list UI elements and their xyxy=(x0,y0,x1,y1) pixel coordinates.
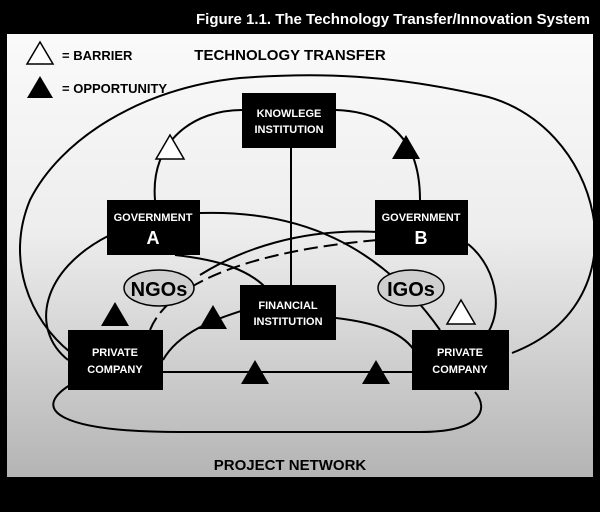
node-label-line2: INSTITUTION xyxy=(254,124,323,136)
node-government-b: GOVERNMENT B xyxy=(375,200,468,255)
opportunity-marker-link-1 xyxy=(241,360,269,384)
opportunity-marker-link-2 xyxy=(362,360,390,384)
node-label-line2: A xyxy=(147,228,160,248)
outer-loop xyxy=(19,74,597,354)
project-network-label: PROJECT NETWORK xyxy=(214,457,367,474)
figure-title: Figure 1.1. The Technology Transfer/Inno… xyxy=(196,11,590,28)
node-private-company-right: PRIVATE COMPANY xyxy=(412,330,509,390)
legend-barrier-label: = BARRIER xyxy=(62,48,133,63)
opportunity-marker-ngo-privateleft xyxy=(101,302,129,326)
arc-gova-knowledge xyxy=(153,109,243,201)
opportunity-marker-knowledge-govb xyxy=(392,135,420,159)
barrier-marker-gova-knowledge xyxy=(154,133,186,160)
node-label-line1: FINANCIAL xyxy=(258,300,318,312)
arc-gova-financial xyxy=(174,254,269,291)
node-label-line2: COMPANY xyxy=(432,364,488,376)
arc-knowledge-govb xyxy=(335,109,421,201)
legend-opportunity-label: = OPPORTUNITY xyxy=(62,81,167,96)
technology-transfer-label: TECHNOLOGY TRANSFER xyxy=(194,47,386,64)
arc-govb-left xyxy=(199,230,379,276)
igos-label: IGOs xyxy=(387,279,435,301)
node-government-a: GOVERNMENT A xyxy=(107,200,200,255)
barrier-legend-icon xyxy=(25,40,55,65)
node-label-line2: COMPANY xyxy=(87,364,143,376)
node-label-line1: GOVERNMENT xyxy=(114,212,193,224)
ngos-oval xyxy=(123,269,195,307)
node-knowledge-institution: KNOWLEGE INSTITUTION xyxy=(242,93,336,148)
ngos-label: NGOs xyxy=(131,279,188,301)
arc-financial-privateright xyxy=(335,317,415,351)
arc-gova-left xyxy=(45,234,111,361)
dashed-ngo-govb xyxy=(149,239,379,331)
node-label-line1: KNOWLEGE xyxy=(257,108,322,120)
node-private-company-left: PRIVATE COMPANY xyxy=(68,330,163,390)
opportunity-legend-icon xyxy=(27,76,53,98)
node-label-line1: PRIVATE xyxy=(437,347,483,359)
barrier-marker-igo-privateright xyxy=(445,298,477,325)
bottom-loop xyxy=(52,384,483,433)
node-financial-institution: FINANCIAL INSTITUTION xyxy=(240,285,336,340)
node-label-line2: B xyxy=(415,228,428,248)
opportunity-marker-privateleft-financial xyxy=(199,305,227,329)
igos-oval xyxy=(377,269,445,307)
node-label-line2: INSTITUTION xyxy=(253,316,322,328)
legend: = BARRIER = OPPORTUNITY xyxy=(25,40,167,98)
node-label-line1: PRIVATE xyxy=(92,347,138,359)
node-label-line1: GOVERNMENT xyxy=(382,212,461,224)
